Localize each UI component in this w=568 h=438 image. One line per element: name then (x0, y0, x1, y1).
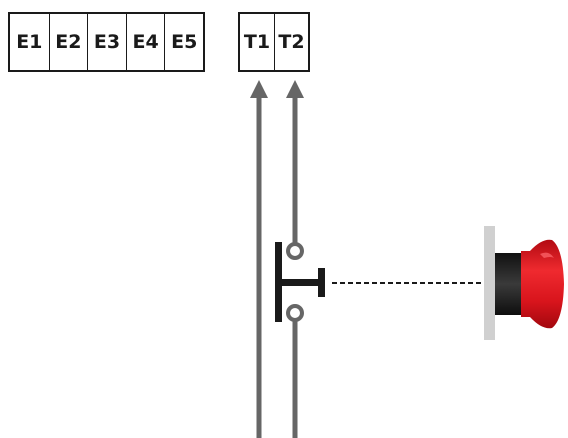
terminal-e4: E4 (125, 14, 165, 70)
terminal-e3: E3 (87, 14, 126, 70)
output-terminal-block: T1 T2 (238, 12, 310, 72)
arrow-head-t1 (250, 80, 268, 98)
switch-contact-top (286, 242, 304, 260)
switch-contact-bottom (286, 304, 304, 322)
input-terminal-block: E1 E2 E3 E4 E5 (8, 12, 205, 72)
switch-actuator-cap (318, 268, 325, 297)
terminal-e5: E5 (164, 14, 203, 70)
emergency-stop-button-icon (484, 226, 564, 340)
arrow-head-t2 (286, 80, 304, 98)
switch-actuator-stem (282, 279, 322, 286)
button-cap-highlight (540, 252, 554, 258)
switch-bar (275, 242, 282, 322)
mounting-plate (484, 226, 495, 340)
button-base (495, 253, 521, 315)
terminal-e1: E1 (16, 31, 43, 53)
terminal-e2: E2 (48, 14, 88, 70)
terminal-t1: T1 (243, 31, 271, 53)
terminal-t2: T2 (273, 14, 308, 70)
button-red-cap (521, 239, 564, 329)
